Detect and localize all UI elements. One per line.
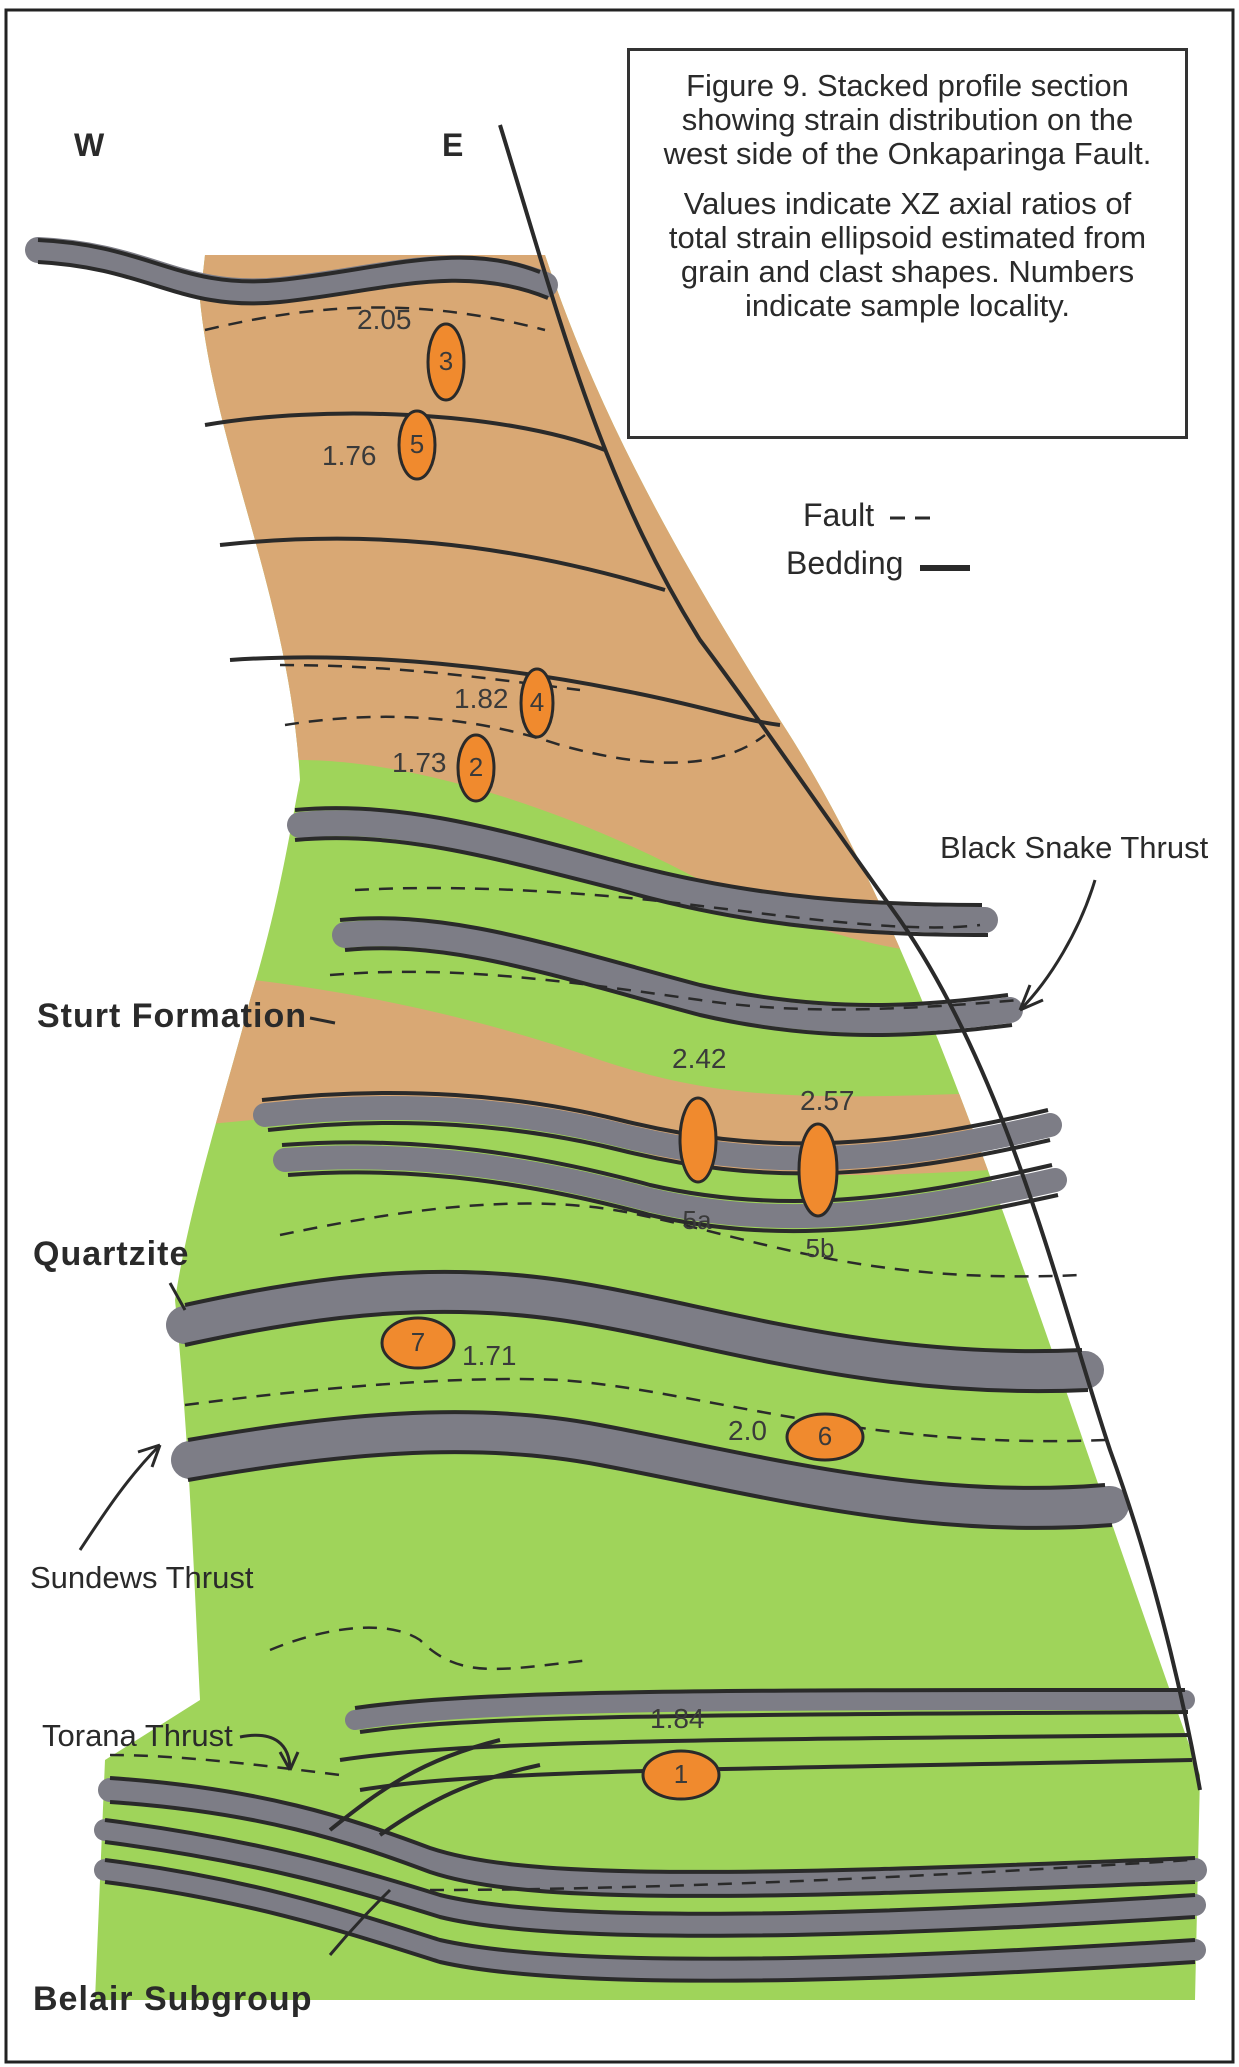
sample-id-1: 1 (666, 1759, 696, 1790)
sample-id-4: 4 (522, 687, 552, 718)
sample-id-6: 6 (810, 1421, 840, 1452)
legend-fault-label: Fault (803, 497, 874, 534)
sample-id-3: 3 (431, 346, 461, 377)
sample-ellipse-5a (680, 1098, 716, 1182)
caption-body: Values indicate XZ axial ratios of total… (658, 187, 1157, 323)
thrust-label-black-snake: Black Snake Thrust (940, 830, 1208, 866)
unit-label-belair: Belair Subgroup (33, 1980, 312, 2019)
strain-value-5a: 2.42 (672, 1043, 727, 1075)
strain-value-1: 1.84 (650, 1703, 705, 1735)
thrust-label-sundews: Sundews Thrust (30, 1560, 253, 1596)
figure-caption-box: Figure 9. Stacked profile section showin… (627, 48, 1188, 439)
strain-value-7: 1.71 (462, 1340, 517, 1372)
strain-value-5b: 2.57 (800, 1085, 855, 1117)
sample-id-5b: 5b (795, 1233, 845, 1264)
sample-id-2: 2 (461, 752, 491, 783)
unit-label-sturt: Sturt Formation (37, 997, 307, 1036)
legend-bedding-label: Bedding (786, 545, 903, 582)
sample-id-5: 5 (402, 429, 432, 460)
compass-west: W (74, 127, 104, 164)
strain-value-3: 2.05 (357, 304, 412, 336)
sample-ellipse-5b (799, 1124, 837, 1216)
thrust-label-torana: Torana Thrust (42, 1718, 233, 1754)
strain-value-5: 1.76 (322, 440, 377, 472)
sample-id-5a: 5a (672, 1205, 722, 1236)
black-snake-arrow (1020, 880, 1095, 1010)
strain-value-4: 1.82 (454, 683, 509, 715)
sundews-arrow (80, 1445, 160, 1550)
strain-value-2: 1.73 (392, 747, 447, 779)
unit-label-quartzite: Quartzite (33, 1235, 189, 1274)
compass-east: E (442, 127, 463, 164)
caption-title: Figure 9. Stacked profile section showin… (658, 69, 1157, 171)
strain-value-6: 2.0 (728, 1415, 767, 1447)
sample-id-7: 7 (403, 1327, 433, 1358)
